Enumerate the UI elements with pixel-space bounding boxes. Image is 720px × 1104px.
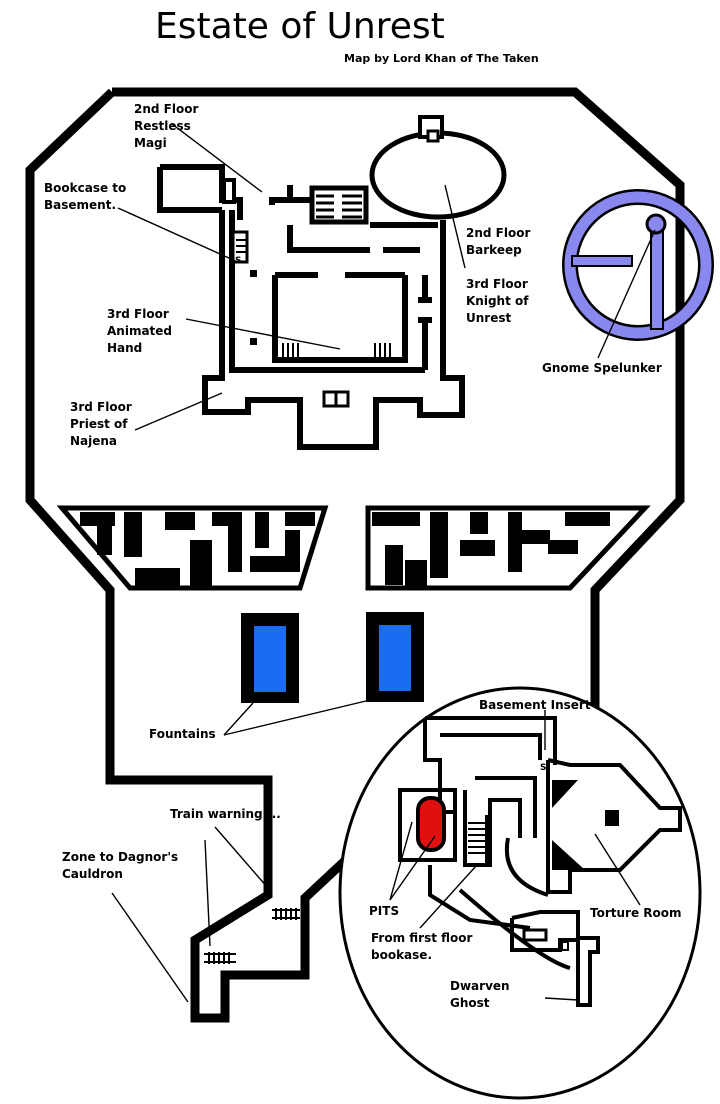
oval-wing: [369, 130, 507, 220]
basement-rooms: [398, 716, 682, 1007]
label-dagnor: Zone to Dagnor's Cauldron: [62, 850, 179, 881]
estate-outer-wall: [25, 87, 685, 1023]
label-animated-hand: 3rd Floor Animated Hand: [107, 307, 173, 355]
pit: [416, 796, 446, 852]
secret-door-mark: S: [235, 256, 242, 266]
map-credit: Map by Lord Khan of The Taken: [344, 52, 539, 65]
basement-secret-door-mark: S: [540, 763, 547, 773]
maze-right: [365, 505, 651, 591]
gnome-spelunker-area: [562, 189, 714, 341]
label-bookcase: Bookcase to Basement.: [44, 181, 127, 212]
label-barkeep: 2nd Floor Barkeep: [466, 226, 531, 257]
label-basement-insert: Basement Insert: [479, 698, 591, 712]
label-first-floor: From first floor bookase.: [371, 931, 473, 962]
fountains: [241, 612, 424, 703]
maze-left: [56, 505, 329, 591]
map-title: Estate of Unrest: [155, 6, 445, 47]
label-knight: 3rd Floor Knight of Unrest: [466, 277, 529, 325]
label-dwarven-ghost: Dwarven Ghost: [450, 979, 510, 1010]
label-fountains: Fountains: [149, 727, 216, 741]
label-gnome: Gnome Spelunker: [542, 361, 662, 375]
basement-insert: [338, 686, 702, 1100]
label-train-warning: Train warning....: [170, 807, 281, 821]
label-priest: 3rd Floor Priest of Najena: [70, 400, 132, 448]
label-torture-room: Torture Room: [590, 906, 682, 920]
leader-lines: [111, 123, 656, 1003]
label-pits: PITS: [369, 904, 400, 918]
label-restless-magi: 2nd Floor Restless Magi: [134, 102, 199, 150]
